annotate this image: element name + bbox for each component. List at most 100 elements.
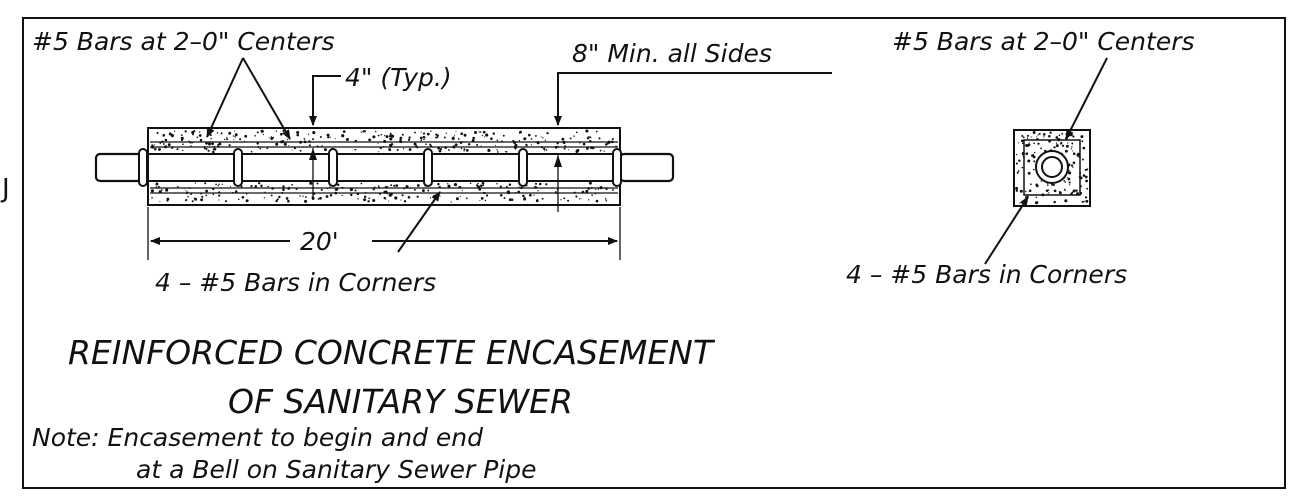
concrete-speck (538, 182, 542, 186)
pipe-bell (138, 148, 148, 187)
concrete-speck (1032, 131, 1036, 134)
concrete-speck (1032, 168, 1035, 171)
concrete-speck (612, 188, 614, 191)
concrete-speck (267, 185, 269, 188)
concrete-speck (363, 198, 367, 202)
concrete-speck (542, 137, 544, 139)
label-min-sides: 8" Min. all Sides (572, 39, 772, 68)
concrete-speck (205, 189, 208, 193)
concrete-speck (293, 147, 296, 150)
concrete-speck (604, 197, 607, 200)
concrete-speck (430, 130, 432, 132)
concrete-speck (523, 197, 527, 201)
concrete-speck (216, 132, 219, 134)
concrete-speck (305, 196, 307, 198)
concrete-speck (1086, 187, 1089, 190)
concrete-speck (587, 199, 590, 201)
concrete-speck (287, 199, 290, 203)
concrete-speck (496, 151, 499, 153)
concrete-speck (447, 184, 451, 188)
concrete-speck (492, 132, 495, 135)
label-bars-centers-section: #5 Bars at 2–0" Centers (892, 27, 1195, 56)
concrete-speck (1068, 181, 1071, 184)
concrete-speck (210, 137, 212, 140)
concrete-speck (541, 197, 544, 200)
concrete-speck (275, 142, 279, 146)
concrete-speck (1069, 184, 1071, 186)
concrete-speck (270, 194, 273, 197)
concrete-speck (1031, 154, 1034, 157)
concrete-speck (299, 195, 301, 197)
concrete-speck (508, 183, 512, 186)
concrete-speck (500, 194, 503, 197)
concrete-speck (326, 133, 330, 137)
concrete-speck (1070, 164, 1074, 167)
concrete-speck (423, 138, 425, 141)
concrete-speck (1058, 134, 1061, 137)
concrete-speck (201, 195, 204, 198)
concrete-speck (586, 147, 589, 150)
concrete-speck (1064, 181, 1066, 183)
concrete-speck (420, 139, 423, 142)
label-corner-bars-elevation: 4 – #5 Bars in Corners (155, 268, 436, 297)
concrete-speck (1015, 153, 1018, 156)
concrete-speck (325, 195, 329, 198)
concrete-speck (241, 195, 245, 199)
concrete-speck (554, 190, 557, 193)
concrete-speck (262, 133, 265, 136)
concrete-speck (1035, 196, 1038, 199)
concrete-speck (1027, 145, 1029, 148)
concrete-speck (180, 134, 183, 137)
concrete-speck (400, 199, 402, 201)
concrete-speck (282, 185, 285, 188)
concrete-speck (1072, 135, 1075, 138)
concrete-speck (1025, 190, 1027, 193)
concrete-speck (1036, 201, 1039, 204)
concrete-speck (1070, 148, 1073, 150)
concrete-speck (399, 136, 403, 140)
concrete-speck (205, 194, 208, 197)
concrete-speck (309, 181, 313, 185)
concrete-speck (1034, 151, 1036, 154)
section-rebar-cage (1023, 139, 1081, 196)
concrete-speck (263, 197, 266, 199)
concrete-speck (185, 198, 188, 202)
concrete-speck (1026, 137, 1029, 139)
concrete-speck (207, 142, 212, 146)
concrete-speck (599, 149, 602, 152)
concrete-speck (233, 139, 235, 141)
leader-typ (309, 75, 341, 126)
concrete-speck (478, 131, 480, 133)
concrete-speck (1030, 136, 1032, 138)
concrete-speck (479, 184, 483, 188)
drawing-border (22, 17, 1286, 489)
concrete-speck (422, 132, 426, 135)
concrete-speck (260, 129, 264, 133)
leader-corner-bars (397, 191, 441, 253)
concrete-speck (451, 136, 455, 141)
concrete-speck (482, 184, 484, 187)
concrete-speck (426, 132, 430, 136)
concrete-speck (447, 183, 449, 185)
pipe-bell (612, 148, 622, 187)
concrete-speck (317, 198, 320, 200)
concrete-speck (1068, 171, 1072, 175)
concrete-speck (469, 182, 472, 185)
concrete-speck (419, 136, 423, 140)
concrete-speck (561, 137, 565, 141)
concrete-speck (407, 195, 411, 199)
concrete-speck (1016, 171, 1019, 174)
concrete-speck (401, 133, 404, 136)
concrete-speck (165, 188, 169, 192)
concrete-speck (479, 199, 481, 202)
concrete-speck (155, 182, 159, 186)
concrete-speck (150, 189, 154, 193)
concrete-speck (1051, 183, 1054, 186)
concrete-speck (1053, 146, 1056, 149)
concrete-speck (1053, 189, 1057, 193)
concrete-speck (176, 148, 179, 151)
concrete-speck (278, 195, 281, 199)
concrete-speck (198, 134, 202, 137)
concrete-speck (380, 133, 383, 136)
concrete-speck (454, 143, 458, 147)
